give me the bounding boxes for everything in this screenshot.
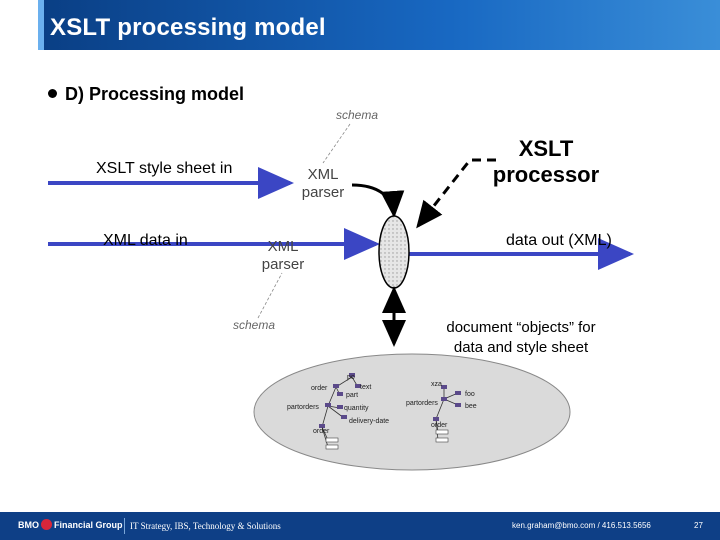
tree-node-po: po bbox=[347, 374, 355, 381]
tree-node-order-2: order bbox=[313, 428, 330, 435]
tree-node-delivery-date: delivery-date bbox=[349, 418, 389, 425]
xslt-processor-label: XSLT processor bbox=[484, 136, 608, 188]
right-object-tree: xza partorders foo bee order bbox=[406, 381, 477, 443]
slide-title: XSLT processing model bbox=[50, 14, 326, 41]
data-in-label: XML data in bbox=[103, 232, 188, 249]
xml-parser-bottom: XML parser bbox=[250, 238, 316, 274]
tree-node-partorders: partorders bbox=[287, 404, 319, 411]
logo-text-left: BMO bbox=[18, 520, 39, 530]
tree-node-quantity: quantity bbox=[344, 405, 369, 412]
page-number: 27 bbox=[694, 521, 703, 530]
schema-label-bottom: schema bbox=[233, 318, 276, 332]
footer-contact: ken.graham@bmo.com / 416.513.5656 bbox=[512, 521, 651, 530]
document-objects-line2: data and style sheet bbox=[453, 339, 589, 356]
xslt-processor-line1: XSLT bbox=[518, 136, 574, 161]
data-out-label: data out (XML) bbox=[506, 232, 612, 249]
tree-node-foo: foo bbox=[465, 391, 475, 398]
tree-node-order: order bbox=[311, 385, 328, 392]
bullet-item: D) Processing model bbox=[48, 84, 244, 105]
parser-to-processor-curve bbox=[351, 183, 405, 218]
document-objects-ellipse bbox=[253, 353, 571, 471]
bullet-dot-icon bbox=[48, 88, 57, 98]
tree-node-order-right: order bbox=[431, 422, 448, 429]
processor-node bbox=[378, 215, 410, 289]
footer-department: IT Strategy, IBS, Technology & Solutions bbox=[130, 521, 281, 531]
bmo-logo: BMO Financial Group bbox=[18, 519, 123, 531]
xml-parser-top: XML parser bbox=[290, 166, 356, 202]
schema-label-top: schema bbox=[336, 108, 379, 122]
bullet-text: D) Processing model bbox=[65, 84, 245, 104]
stylesheet-in-label: XSLT style sheet in bbox=[96, 160, 233, 177]
logo-text-right: Financial Group bbox=[54, 520, 123, 530]
title-bar: XSLT processing model bbox=[38, 0, 720, 50]
tree-node-xza: xza bbox=[431, 381, 442, 388]
footer-divider bbox=[124, 518, 125, 534]
document-objects-label: document “objects” for data and style sh… bbox=[420, 318, 622, 358]
bmo-roundel-icon bbox=[41, 519, 52, 531]
processor-dashed-connector bbox=[416, 158, 496, 229]
tree-node-bee: bee bbox=[465, 403, 477, 410]
left-object-tree: po order text part partorders quantity d… bbox=[287, 373, 389, 450]
schema-link-bottom bbox=[257, 272, 283, 319]
xml-parser-top-line1: XML bbox=[307, 166, 339, 183]
schema-link-top bbox=[322, 123, 351, 164]
xml-parser-bottom-line2: parser bbox=[261, 256, 305, 273]
tree-node-part: part bbox=[346, 392, 358, 399]
document-objects-line1: document “objects” for bbox=[446, 319, 596, 336]
xslt-processor-line2: processor bbox=[492, 162, 600, 187]
tree-node-text: text bbox=[360, 384, 371, 391]
xml-parser-top-line2: parser bbox=[301, 184, 345, 201]
footer-bar: BMO Financial Group IT Strategy, IBS, Tec… bbox=[0, 512, 720, 540]
tree-node-partorders-right: partorders bbox=[406, 400, 438, 407]
xml-parser-bottom-line1: XML bbox=[267, 238, 299, 255]
